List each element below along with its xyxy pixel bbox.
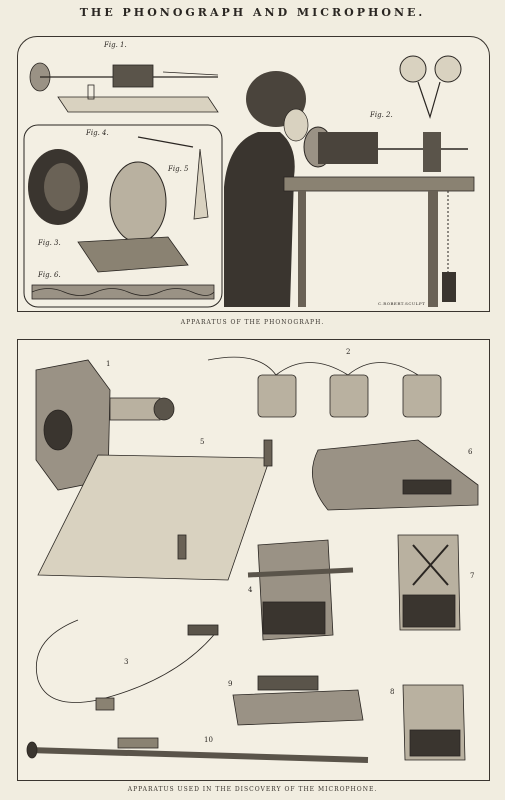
item-3-number: 3 xyxy=(124,658,129,666)
item-1-number: 1 xyxy=(106,360,111,368)
fig2-label: Fig. 2. xyxy=(370,111,393,119)
fig4-label: Fig. 4. xyxy=(86,129,109,137)
fig3-label: Fig. 3. xyxy=(38,239,61,247)
page-title: THE PHONOGRAPH AND MICROPHONE. xyxy=(79,6,426,19)
item-7-number: 7 xyxy=(470,572,475,580)
phonograph-illustration: Fig. 1. Fig. 2. Fig. 3. Fig. 4. Fig. 5 F… xyxy=(17,36,490,312)
microphone-engraving xyxy=(26,356,479,763)
item-6-number: 6 xyxy=(468,448,473,456)
item-4-number: 4 xyxy=(248,586,253,594)
fig6-label: Fig. 6. xyxy=(38,271,61,279)
item-10-number: 10 xyxy=(204,736,213,744)
fig5-label: Fig. 5 xyxy=(168,165,189,173)
phonograph-caption: APPARATUS OF THE PHONOGRAPH. xyxy=(180,319,325,326)
fig1-label: Fig. 1. xyxy=(104,41,127,49)
microphone-caption: APPARATUS USED IN THE DISCOVERY OF THE M… xyxy=(127,786,378,793)
item-9-number: 9 xyxy=(228,680,233,688)
engraver-signature: C.ROBERT.SCULPT xyxy=(378,301,426,306)
item-2-number: 2 xyxy=(346,348,351,356)
microphone-illustration: 1 2 3 4 5 6 7 8 9 10 xyxy=(17,339,490,781)
item-5-number: 5 xyxy=(200,438,205,446)
item-8-number: 8 xyxy=(390,688,395,696)
phonograph-engraving xyxy=(23,55,475,308)
